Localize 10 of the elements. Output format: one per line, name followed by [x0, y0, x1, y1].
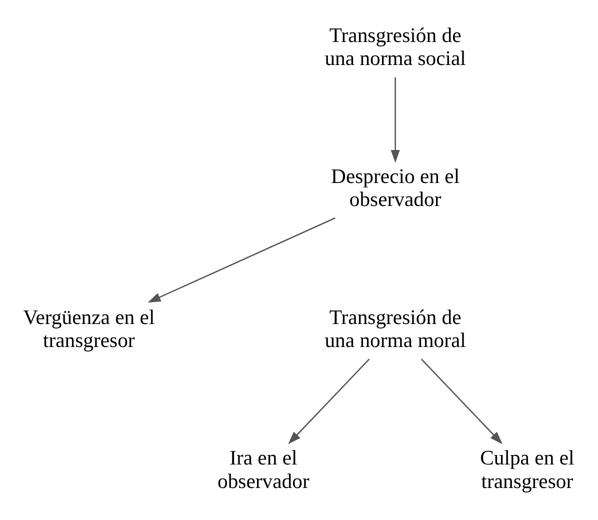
node-text: Vergüenza en el transgresor [23, 306, 155, 352]
node-text: Desprecio en el observador [331, 166, 460, 212]
arrow [420, 358, 503, 444]
node-text: Ira en el observador [218, 448, 310, 493]
node-text: Transgresión de una norma social [324, 24, 466, 70]
arrow [148, 217, 336, 303]
node-text: Culpa en el transgresor [480, 448, 574, 493]
arrow [288, 358, 370, 444]
node-text: Transgresión de una norma moral [324, 306, 466, 352]
arrow [390, 77, 400, 163]
